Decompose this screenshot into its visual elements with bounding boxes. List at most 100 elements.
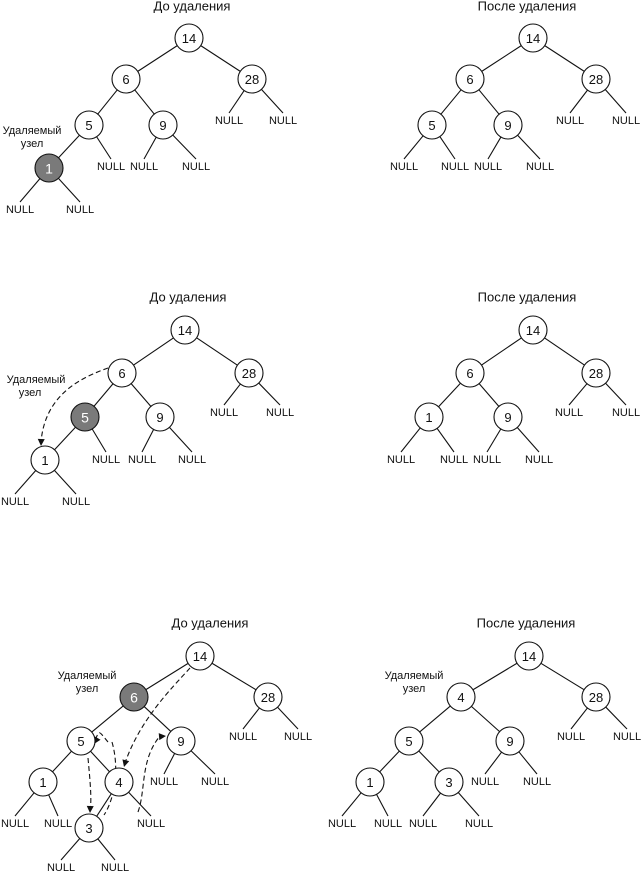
node-6-circle xyxy=(111,64,141,94)
null-leaf: NULL xyxy=(613,731,641,743)
node-6: 6 xyxy=(111,64,141,94)
node-28-circle xyxy=(581,358,611,388)
node-9-label: 9 xyxy=(506,734,513,749)
tree-edge xyxy=(481,45,522,72)
node-9-circle xyxy=(493,402,523,432)
null-leaf: NULL xyxy=(556,115,584,127)
null-leaf-edge xyxy=(258,382,281,406)
node-6-circle xyxy=(455,64,485,94)
null-leaf-edge xyxy=(60,838,81,861)
null-leaf-edge xyxy=(605,382,627,406)
move-arrow xyxy=(40,367,109,443)
node-4-circle xyxy=(104,767,134,797)
null-leaf-edge xyxy=(439,136,456,160)
node-3-label: 3 xyxy=(85,821,92,836)
null-leaf-edge xyxy=(141,429,155,453)
move-arrow xyxy=(137,735,161,813)
null-leaf: NULL xyxy=(150,776,178,788)
null-leaf: NULL xyxy=(6,204,34,216)
move-arrow-head xyxy=(158,733,166,741)
node-28: 28 xyxy=(581,358,611,388)
null-leaf: NULL xyxy=(215,115,243,127)
node-28-circle xyxy=(237,64,267,94)
node-28: 28 xyxy=(234,358,264,388)
null-leaf-edge xyxy=(54,469,77,495)
node-14: 14 xyxy=(174,23,204,53)
tree-edge xyxy=(544,337,585,366)
deleted-node-1-circle xyxy=(34,153,64,183)
node-9: 9 xyxy=(145,402,175,432)
null-leaf: NULL xyxy=(525,454,553,466)
null-leaf-edge xyxy=(261,88,284,114)
node-9-circle xyxy=(493,110,523,140)
node-14: 14 xyxy=(518,315,548,345)
node-28-label: 28 xyxy=(261,690,275,705)
move-arrow-head xyxy=(37,438,45,446)
tree-edge xyxy=(133,337,174,366)
panel2-after-title: После удаления xyxy=(478,290,577,305)
node-14-label: 14 xyxy=(522,649,536,664)
node-9: 9 xyxy=(493,402,523,432)
move-arrow xyxy=(87,757,92,811)
node-28-circle xyxy=(581,64,611,94)
node-1-label: 1 xyxy=(41,453,48,468)
node-3: 3 xyxy=(74,813,104,843)
node-9-circle xyxy=(145,402,175,432)
tree-edge xyxy=(418,750,440,773)
node-4-label: 4 xyxy=(115,775,122,790)
node-9-circle xyxy=(148,110,178,140)
deleted-node-label: Удаляемый xyxy=(3,125,62,137)
null-leaf: NULL xyxy=(557,731,585,743)
null-leaf: NULL xyxy=(128,454,156,466)
node-5-circle xyxy=(66,726,96,756)
node-5: 5 xyxy=(74,110,104,140)
deleted-node-label: узел xyxy=(19,387,42,399)
node-14-label: 14 xyxy=(526,323,540,338)
null-leaf: NULL xyxy=(374,818,402,830)
panel3-after-title: После удаления xyxy=(477,616,576,631)
node-label: узел xyxy=(403,683,426,695)
node-14: 14 xyxy=(185,641,215,671)
null-leaf-edge xyxy=(569,89,588,114)
tree-edge xyxy=(130,383,152,407)
null-leaf-edge xyxy=(14,792,35,817)
null-leaf-edge xyxy=(457,792,480,817)
null-leaf-edge xyxy=(228,90,245,114)
null-leaf: NULL xyxy=(474,161,502,173)
null-leaf-edge xyxy=(143,136,157,160)
null-leaf: NULL xyxy=(441,161,469,173)
null-leaf: NULL xyxy=(1,818,29,830)
null-leaf-edge xyxy=(14,470,37,495)
node-6: 6 xyxy=(107,358,137,388)
tree-edge xyxy=(379,750,400,773)
null-leaf: NULL xyxy=(612,407,640,419)
deleted-node-5: 5 xyxy=(70,402,100,432)
node-6-label: 6 xyxy=(122,72,129,87)
node-6: 6 xyxy=(455,64,485,94)
node-28-label: 28 xyxy=(242,366,256,381)
node-1: 1 xyxy=(30,445,60,475)
null-leaf: NULL xyxy=(178,454,206,466)
null-leaf: NULL xyxy=(471,776,499,788)
node-14-label: 14 xyxy=(182,31,196,46)
null-leaf: NULL xyxy=(44,818,72,830)
node-5-circle xyxy=(74,110,104,140)
node-9: 9 xyxy=(148,110,178,140)
tree-edge xyxy=(97,89,118,115)
null-leaf-edge xyxy=(487,136,502,160)
null-leaf: NULL xyxy=(390,161,418,173)
node-3-circle xyxy=(434,767,464,797)
null-leaf: NULL xyxy=(201,776,229,788)
null-leaf-edge xyxy=(517,134,541,160)
tree-edge xyxy=(134,89,155,115)
null-leaf-edge xyxy=(568,383,588,406)
tree-edge xyxy=(472,662,518,691)
null-leaf: NULL xyxy=(284,731,312,743)
null-leaf-edge xyxy=(58,177,81,203)
panel2-before-title: До удаления xyxy=(150,290,227,305)
move-arrow-head xyxy=(122,759,130,767)
tree-edge xyxy=(438,382,461,408)
deleted-node-label: узел xyxy=(76,683,99,695)
panel1-after-title: После удаления xyxy=(478,0,577,14)
tree-edge xyxy=(54,426,76,451)
